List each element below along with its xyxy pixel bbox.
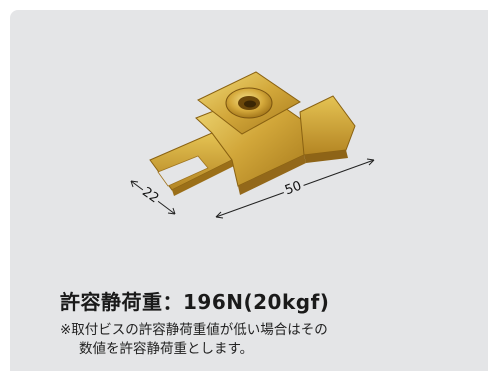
top-plate (197, 71, 301, 135)
note-line-2: 数値を許容静荷重とします。 (79, 341, 254, 357)
note-line-1: ※取付ビスの許容静荷重値が低い場合はその (60, 322, 328, 338)
right-flange (299, 95, 356, 163)
static-load-title: 許容静荷重：196N(20kgf) (60, 290, 330, 314)
